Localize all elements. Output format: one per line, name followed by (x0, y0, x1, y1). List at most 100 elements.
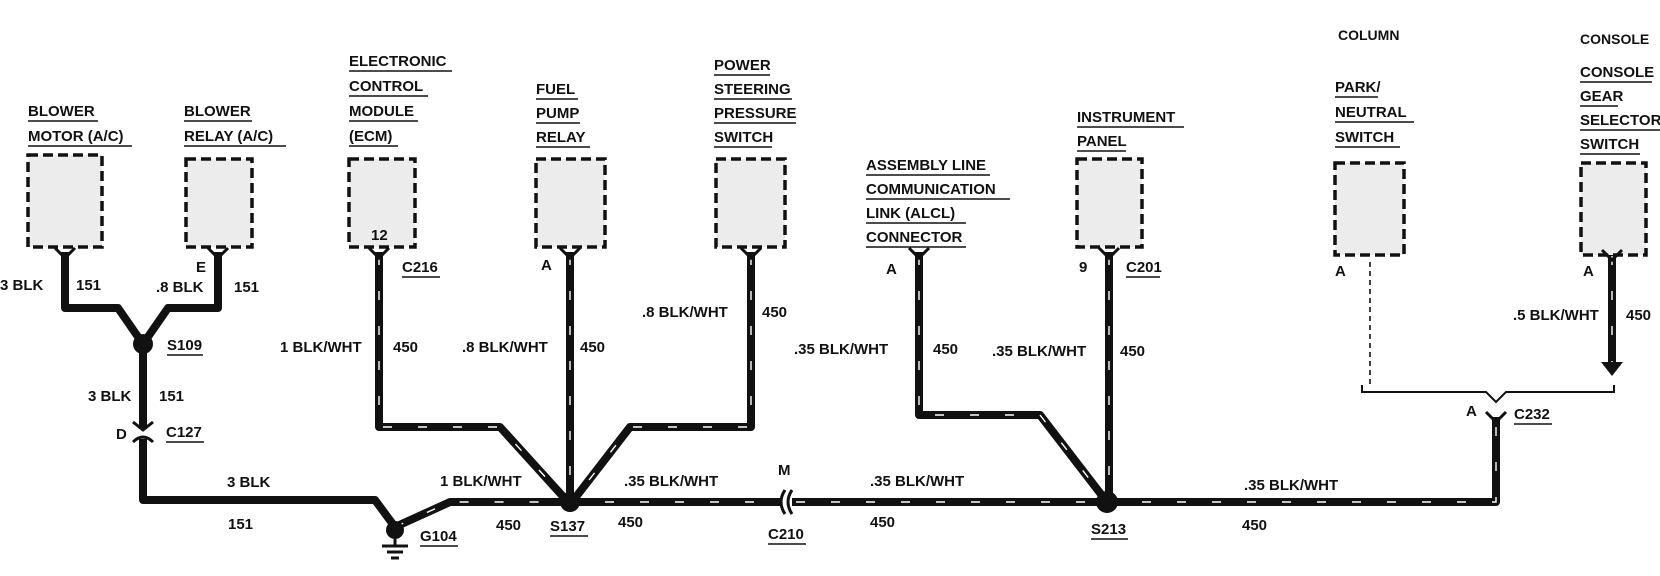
circuit-fuel-pump: 450 (580, 339, 605, 356)
console-gear-box (1579, 161, 1648, 257)
pin-alcl: A (886, 261, 897, 278)
column-header: COLUMN (1338, 27, 1399, 43)
connector-c201: C201 (1126, 259, 1162, 276)
circuit-alcl: 450 (933, 341, 958, 358)
alcl-label-4: CONNECTOR (866, 229, 963, 246)
circuit-s137-c210: 450 (618, 514, 643, 531)
ps-switch-label-3: PRESSURE (714, 105, 797, 122)
splice-s137-label: S137 (550, 518, 585, 535)
circuit-s109-c127: 151 (159, 388, 184, 405)
component-labels: BLOWER MOTOR (A/C) BLOWER RELAY (A/C) EL… (28, 27, 1660, 248)
wire-alcl (915, 252, 1113, 508)
blower-relay-box (184, 157, 254, 249)
connector-c216: C216 (402, 259, 438, 276)
circuit-blower-motor: 151 (76, 277, 101, 294)
wire-ecm (375, 252, 574, 508)
pin-c232: A (1466, 403, 1477, 420)
circuit-ps-switch: 450 (762, 304, 787, 321)
gauge-s137-c210: .35 BLK/WHT (624, 473, 718, 490)
console-header: CONSOLE (1580, 31, 1649, 47)
splice-s213 (1096, 491, 1118, 513)
fuel-pump-relay-label-1: FUEL (536, 81, 575, 98)
gauge-blower-motor: 3 BLK (0, 277, 44, 294)
blower-motor-label-2: MOTOR (A/C) (28, 128, 124, 145)
terminals (53, 246, 1624, 515)
gauge-s109-c127: 3 BLK (88, 388, 132, 405)
ecm-label-4: (ECM) (349, 128, 392, 145)
circuit-instrument-panel: 450 (1120, 343, 1145, 360)
gauge-g104-s137: 1 BLK/WHT (440, 473, 522, 490)
pin-c127: D (116, 426, 127, 443)
ps-switch-label-4: SWITCH (714, 129, 773, 146)
pin-ecm: 12 (371, 227, 388, 244)
instrument-panel-label-2: PANEL (1077, 133, 1127, 150)
gauge-instrument-panel: .35 BLK/WHT (992, 343, 1086, 360)
pin-fuel-pump: A (541, 257, 552, 274)
gauge-c127-g104: 3 BLK (227, 474, 271, 491)
console-gear-label-4: SWITCH (1580, 136, 1639, 153)
ps-switch-box (714, 157, 787, 249)
instrument-panel-box (1075, 157, 1144, 249)
gauge-ps-switch: .8 BLK/WHT (642, 304, 728, 321)
alcl-label-2: COMMUNICATION (866, 181, 996, 198)
wire-c127-g104 (139, 439, 401, 533)
pin-c210: M (778, 462, 791, 479)
wire-blower-relay (137, 252, 222, 350)
wire-labels: 3 BLK 151 .8 BLK 151 3 BLK 151 3 BLK 151… (0, 277, 1651, 534)
circuit-ecm: 450 (393, 339, 418, 356)
gauge-blower-relay: .8 BLK (156, 279, 204, 296)
circuit-blower-relay: 151 (234, 279, 259, 296)
connector-c232: C232 (1514, 406, 1550, 423)
circuit-g104-s137: 450 (496, 517, 521, 534)
park-neutral-label-2: NEUTRAL (1335, 104, 1407, 121)
gauge-s213-c232: .35 BLK/WHT (1244, 477, 1338, 494)
circuit-s213-c232: 450 (1242, 517, 1267, 534)
instrument-panel-label-1: INSTRUMENT (1077, 109, 1175, 126)
gauge-console-gear: .5 BLK/WHT (1513, 307, 1599, 324)
wire-blower-motor (61, 252, 149, 350)
blower-motor-label-1: BLOWER (28, 103, 95, 120)
components (26, 153, 1648, 257)
pin-labels: 12 E A A 9 A A A D M (116, 227, 1594, 479)
ps-switch-label-1: POWER (714, 57, 771, 74)
fuel-pump-relay-box (534, 157, 607, 249)
alcl-label-1: ASSEMBLY LINE (866, 157, 986, 174)
wires (61, 252, 1623, 533)
ground-icon (382, 521, 408, 560)
ecm-label-1: ELECTRONIC (349, 53, 447, 70)
park-neutral-box (1333, 161, 1406, 257)
arrow-console-gear (1601, 362, 1623, 376)
alcl-label-3: LINK (ALCL) (866, 205, 955, 222)
connector-c127: C127 (166, 424, 202, 441)
splice-s213-label: S213 (1091, 521, 1126, 538)
pin-console-gear: A (1583, 263, 1594, 280)
wire-ps-switch (566, 252, 755, 508)
blower-motor-box (26, 153, 104, 249)
fuel-pump-relay-label-3: RELAY (536, 129, 585, 146)
harness-bracket (1361, 385, 1615, 404)
blower-relay-label-2: RELAY (A/C) (184, 128, 273, 145)
splice-s109-label: S109 (167, 337, 202, 354)
splice-s109 (133, 334, 153, 354)
pin-park-neutral: A (1335, 263, 1346, 280)
ps-switch-label-2: STEERING (714, 81, 791, 98)
pin-blower-relay: E (196, 259, 206, 276)
console-gear-label-1: CONSOLE (1580, 64, 1654, 81)
park-neutral-label-1: PARK/ (1335, 79, 1381, 96)
splice-s137 (560, 492, 580, 512)
circuit-c210-s213: 450 (870, 514, 895, 531)
park-neutral-label-3: SWITCH (1335, 129, 1394, 146)
gauge-ecm: 1 BLK/WHT (280, 339, 362, 356)
circuit-console-gear: 450 (1626, 307, 1651, 324)
ecm-label-3: MODULE (349, 103, 414, 120)
connector-labels: C216 C201 C127 C210 C232 S109 S137 S213 … (166, 259, 1552, 547)
ground-g104-label: G104 (420, 528, 457, 545)
fuel-pump-relay-label-2: PUMP (536, 105, 579, 122)
gauge-fuel-pump: .8 BLK/WHT (462, 339, 548, 356)
gauge-c210-s213: .35 BLK/WHT (870, 473, 964, 490)
ecm-label-2: CONTROL (349, 78, 423, 95)
circuit-c127-g104: 151 (228, 516, 253, 533)
console-gear-label-2: GEAR (1580, 88, 1624, 105)
gauge-alcl: .35 BLK/WHT (794, 341, 888, 358)
